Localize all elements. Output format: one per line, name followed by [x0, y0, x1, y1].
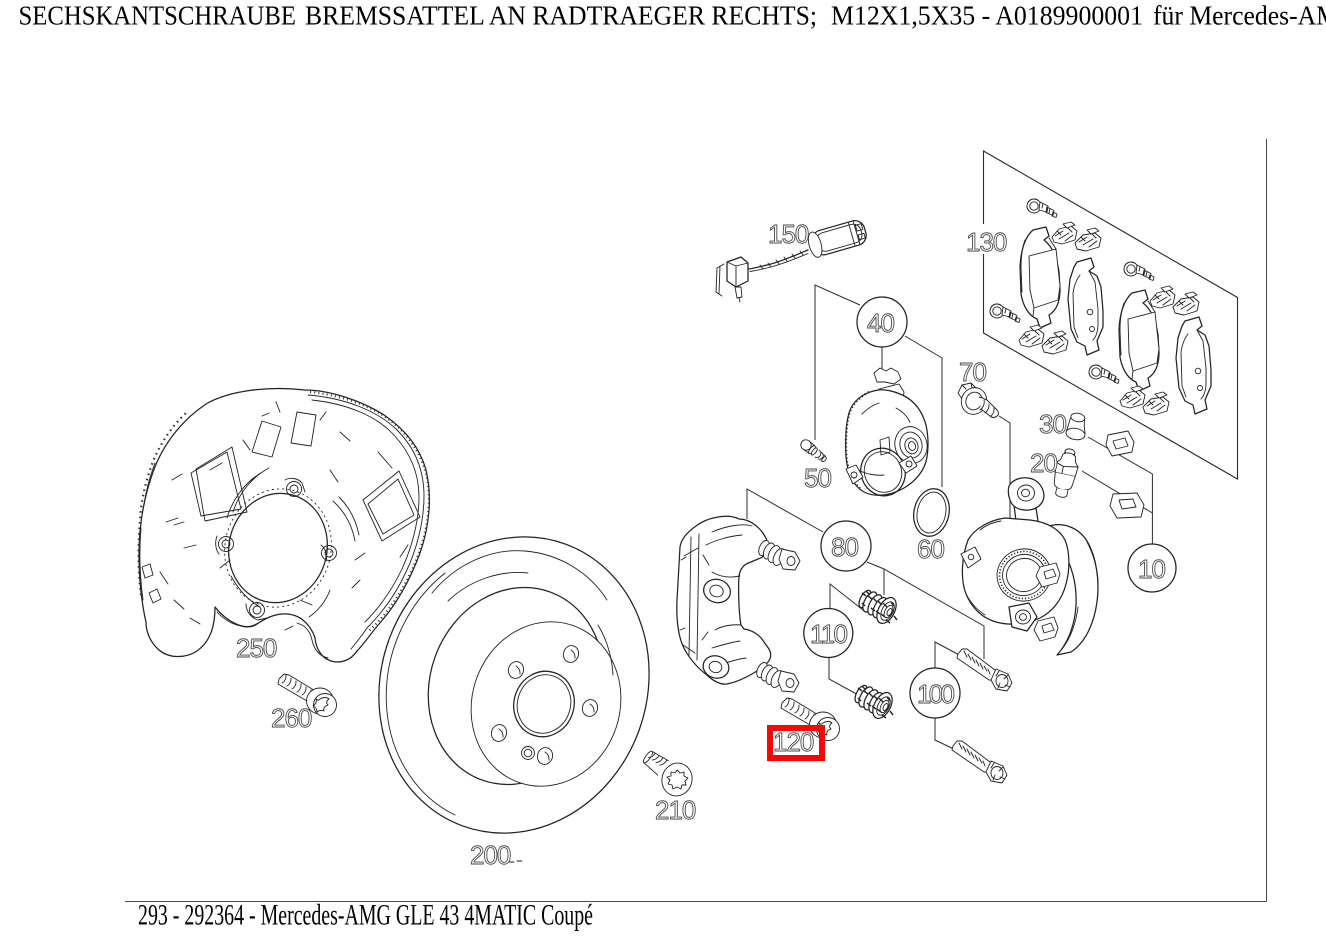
svg-text:30: 30 [1039, 409, 1066, 439]
svg-text:70: 70 [959, 357, 986, 387]
svg-text:150: 150 [768, 219, 809, 249]
svg-text:120: 120 [773, 727, 814, 757]
svg-text:20: 20 [1030, 448, 1057, 478]
svg-text:200: 200 [470, 840, 511, 870]
svg-text:für Mercedes-AM: für Mercedes-AM [1153, 1, 1326, 31]
svg-text:210: 210 [655, 795, 696, 825]
svg-text:260: 260 [271, 703, 312, 733]
svg-text:10: 10 [1138, 554, 1165, 584]
svg-text:60: 60 [917, 534, 944, 564]
svg-text:40: 40 [867, 308, 894, 338]
svg-text:M12X1,5X35 - A0189900001: M12X1,5X35 - A0189900001 [831, 1, 1143, 31]
svg-text:100: 100 [917, 679, 955, 709]
svg-text:BREMSSATTEL AN RADTRAEGER RECH: BREMSSATTEL AN RADTRAEGER RECHTS; [305, 1, 817, 31]
svg-text:293 - 292364 - Mercedes-AMG GL: 293 - 292364 - Mercedes-AMG GLE 43 4MATI… [138, 899, 593, 932]
svg-text:130: 130 [966, 227, 1007, 257]
svg-text:80: 80 [831, 532, 858, 562]
svg-text:110: 110 [810, 619, 848, 649]
svg-text:50: 50 [804, 463, 831, 493]
svg-text:250: 250 [236, 633, 277, 663]
svg-text:SECHSKANTSCHRAUBE: SECHSKANTSCHRAUBE [19, 1, 297, 31]
